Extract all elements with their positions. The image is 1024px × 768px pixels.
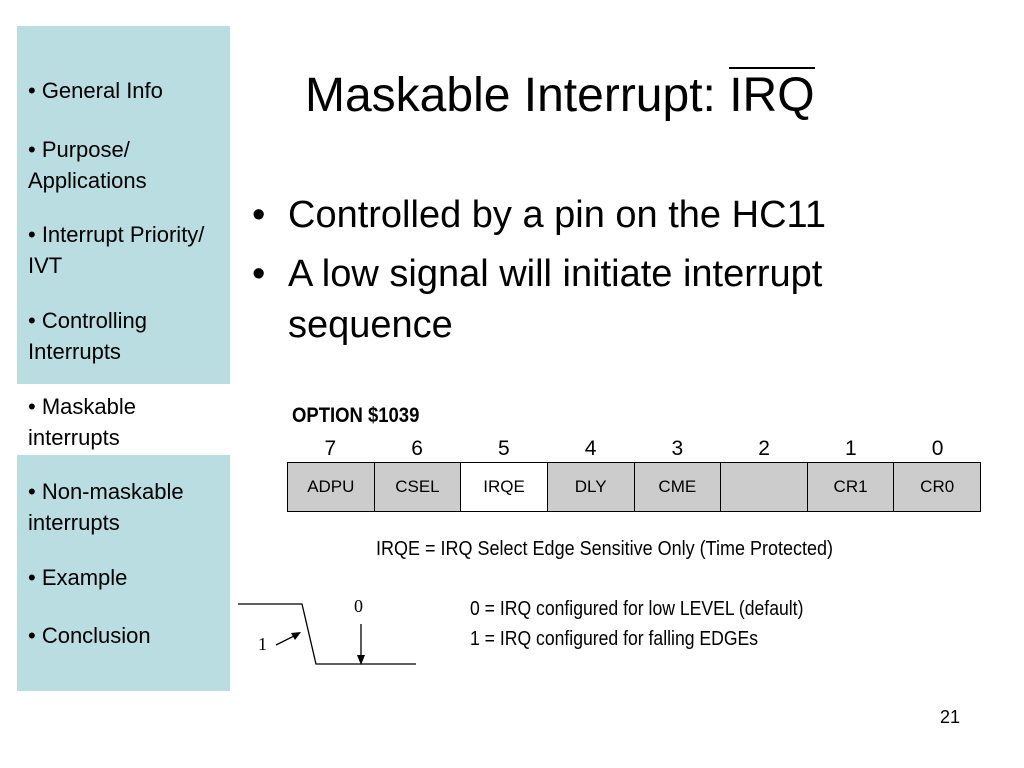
sidebar-item-example[interactable]: • Example: [28, 565, 128, 590]
option-register-table: ADPU CSEL IRQE DLY CME CR1 CR0: [287, 462, 981, 512]
slide-number: 21: [939, 707, 960, 727]
bit-number: 3: [671, 437, 684, 460]
bullet-dot: •: [252, 194, 266, 236]
bullet-dot: •: [252, 253, 266, 295]
sidebar-item-controlling-interrupts[interactable]: • Controlling Interrupts: [28, 308, 147, 364]
register-cell-cr0: CR0: [894, 463, 980, 511]
register-bit-numbers: 7 6 5 4 3 2 1 0: [287, 436, 981, 462]
bullet-list: • Controlled by a pin on the HC11 • A low …: [252, 190, 972, 359]
irqe-description: IRQE = IRQ Select Edge Sensitive Only (T…: [376, 538, 834, 560]
bullet-item: • A low signal will initiate interrupt se…: [252, 249, 972, 351]
bit-number: 1: [845, 437, 857, 460]
waveform-label-1: 1: [258, 634, 267, 654]
waveform-level-arrowhead: [291, 632, 301, 640]
register-label: OPTION $1039: [292, 404, 420, 427]
sidebar-item-interrupt-priority[interactable]: • Interrupt Priority/ IVT: [28, 222, 205, 278]
waveform-label-0: 0: [354, 596, 363, 616]
bit-number: 5: [498, 437, 510, 460]
register-cell-cr1: CR1: [807, 463, 895, 511]
title-irq-overlined: IRQ: [729, 67, 815, 122]
waveform-edge-arrowhead: [357, 655, 365, 665]
register-cell-adpu: ADPU: [288, 463, 375, 511]
register-cell-irqe: IRQE: [461, 463, 548, 511]
sidebar-item-maskable-interrupts[interactable]: • Maskable interrupts: [28, 394, 136, 450]
waveform-signal-line: [238, 603, 416, 665]
sidebar-item-conclusion[interactable]: • Conclusion: [28, 623, 151, 648]
bullet-text: A low signal will initiate interrupt seq…: [288, 253, 823, 346]
config-edge: 1 = IRQ configured for falling EDGEs: [470, 628, 759, 650]
bit-number: 0: [931, 437, 944, 460]
sidebar-item-purpose-applications[interactable]: • Purpose/ Applications: [28, 137, 147, 193]
sidebar-item-non-maskable-interrupts[interactable]: • Non-maskable interrupts: [28, 479, 184, 535]
register-cell-empty: [721, 463, 808, 511]
slide-title: Maskable Interrupt: IRQ: [305, 66, 815, 126]
falling-edge-waveform: 0 1: [238, 596, 416, 665]
sidebar-item-general-info[interactable]: • General Info: [28, 78, 163, 103]
register-cell-csel: CSEL: [374, 463, 462, 511]
config-level: 0 = IRQ configured for low LEVEL (defaul…: [470, 598, 804, 620]
bit-number: 6: [411, 437, 423, 460]
register-cell-cme: CME: [634, 463, 722, 511]
sidebar-active-highlight: [17, 384, 230, 455]
sidebar-panel: [17, 26, 230, 691]
bit-number: 2: [758, 437, 770, 460]
bit-number: 4: [584, 437, 597, 460]
title-prefix: Maskable Interrupt:: [305, 69, 730, 122]
bullet-text: Controlled by a pin on the HC11: [288, 194, 826, 236]
bit-number: 7: [324, 437, 337, 460]
bullet-item: • Controlled by a pin on the HC11: [252, 190, 972, 241]
register-cell-dly: DLY: [547, 463, 635, 511]
